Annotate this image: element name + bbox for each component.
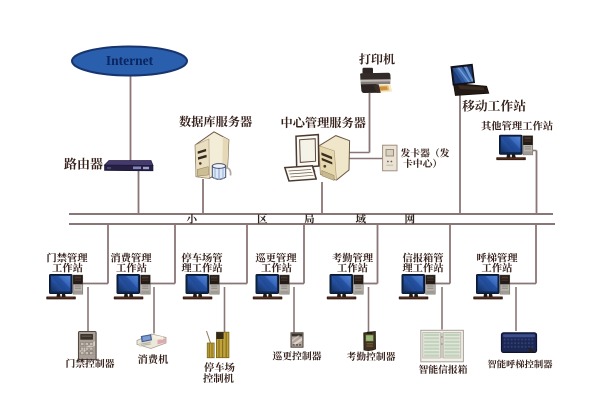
svg-text:Internet: Internet — [106, 53, 154, 68]
